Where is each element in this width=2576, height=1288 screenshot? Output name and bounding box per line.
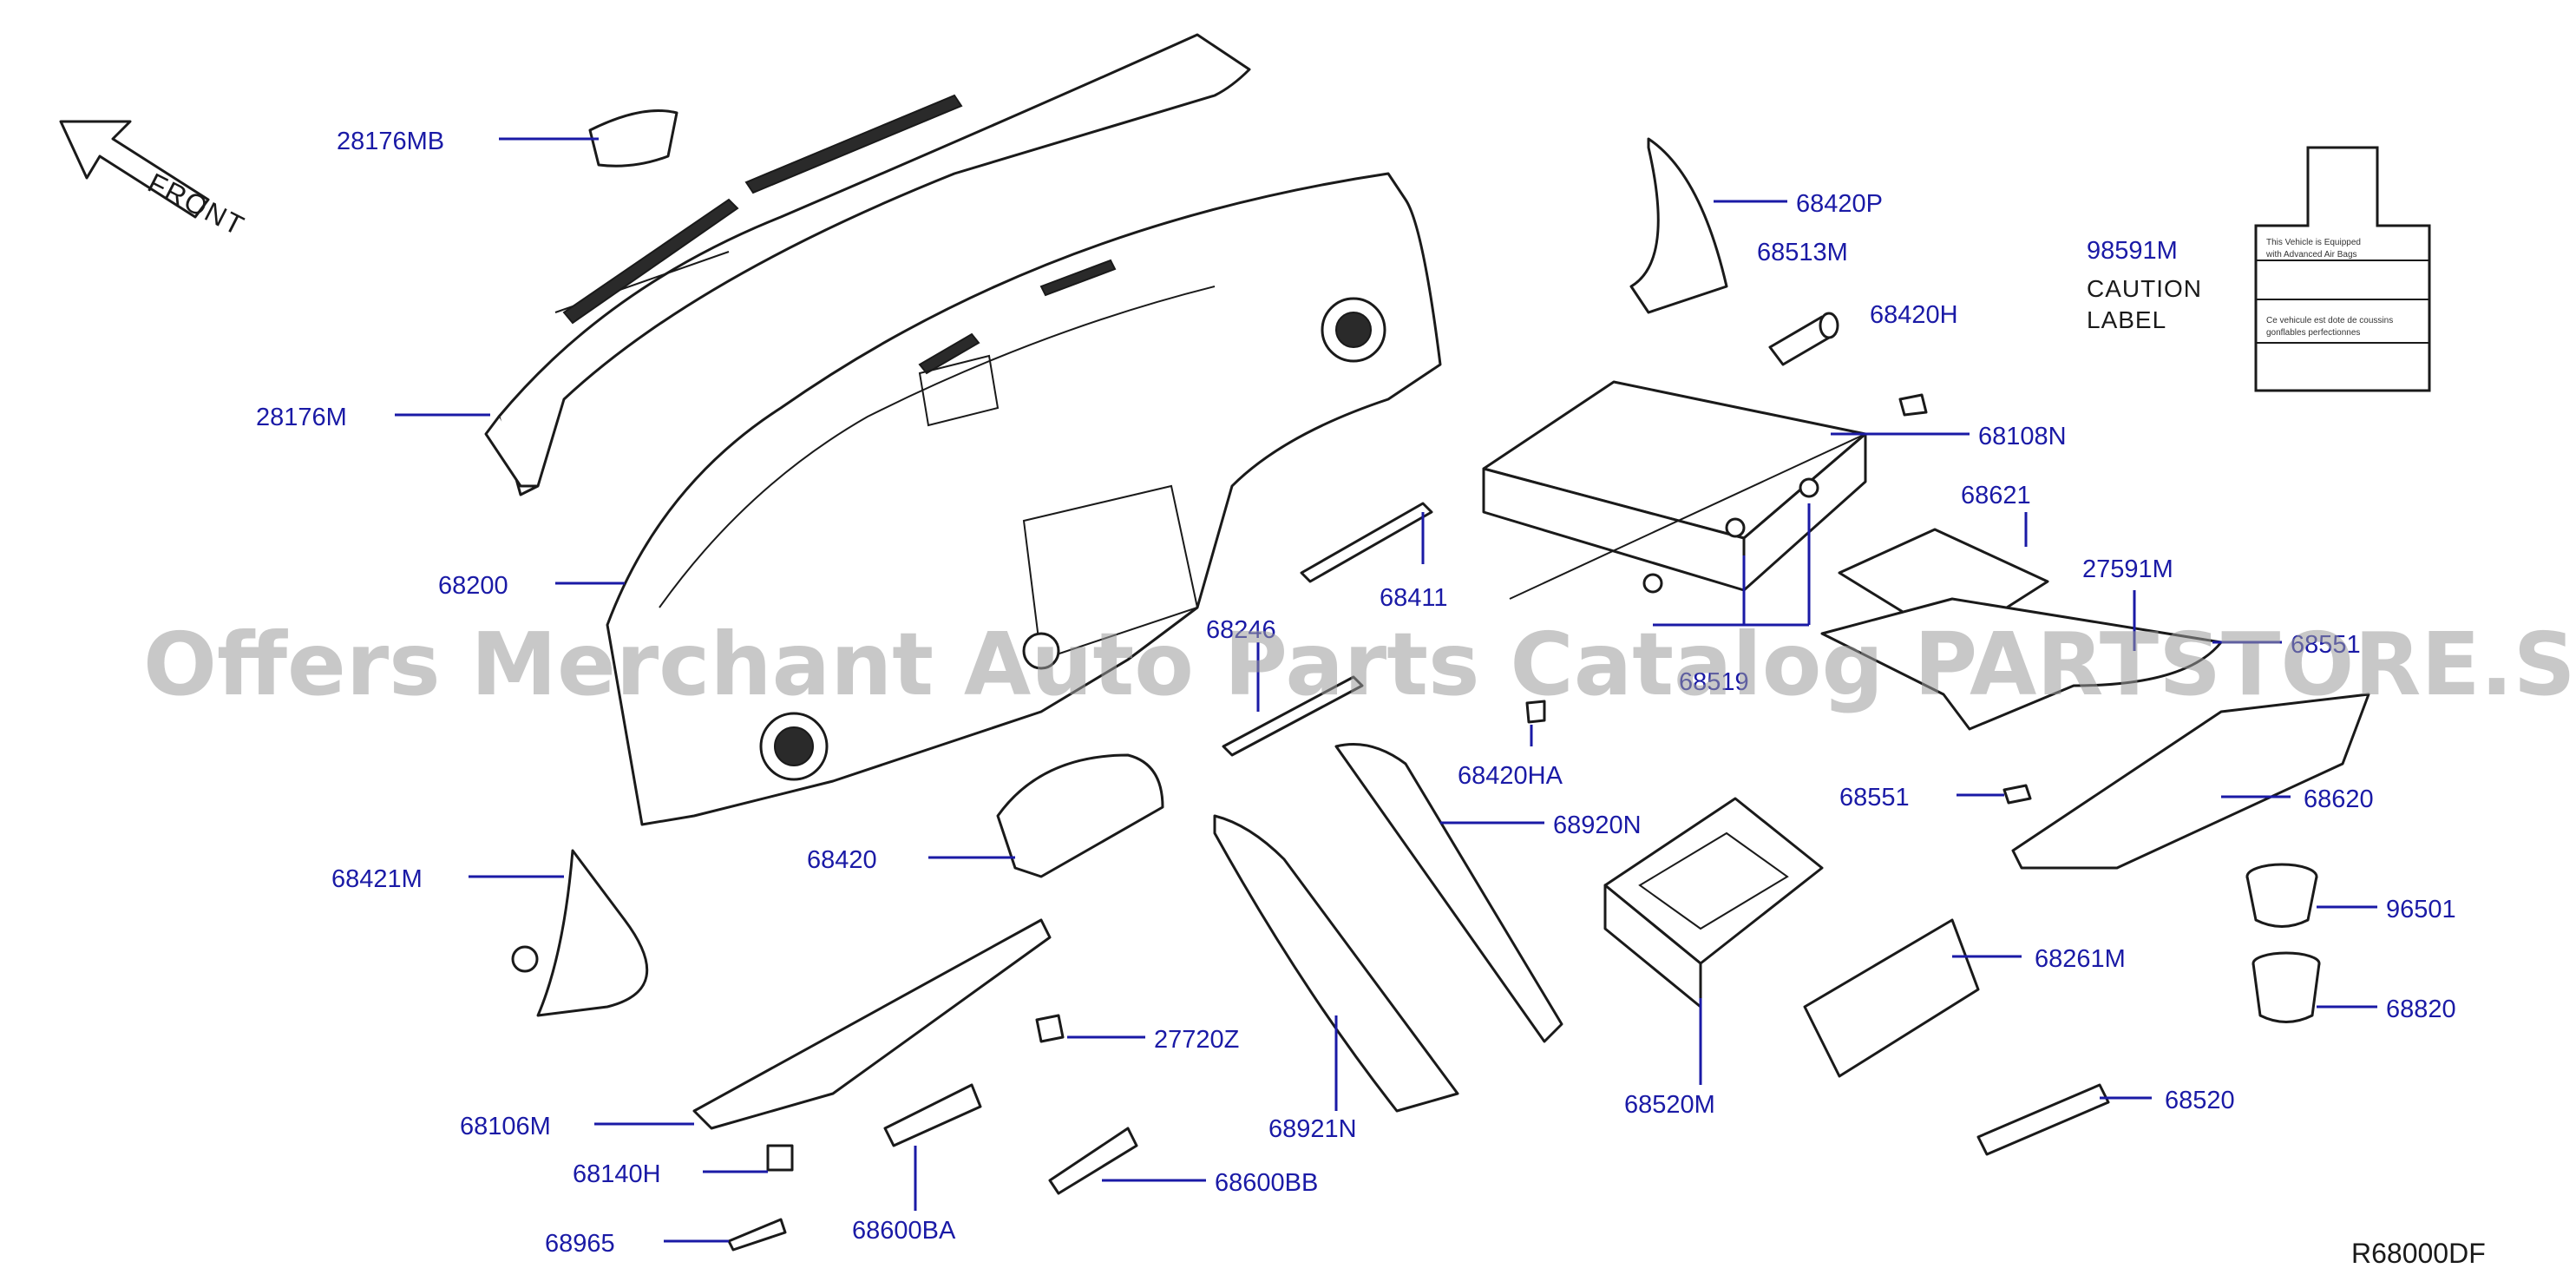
bracket-68600ba bbox=[883, 1083, 982, 1147]
finisher-68261m bbox=[1803, 918, 1980, 1078]
caution-label-line2: LABEL bbox=[2087, 306, 2166, 333]
lower-cover-68106m bbox=[692, 918, 1052, 1130]
part-label-68420: 68420 bbox=[807, 846, 877, 874]
part-label-68820: 68820 bbox=[2386, 996, 2456, 1023]
part-label-68420ha: 68420HA bbox=[1458, 762, 1563, 790]
caution-sticker: This Vehicle is Equipped with Advanced A… bbox=[2254, 146, 2431, 392]
part-label-68620: 68620 bbox=[2304, 785, 2374, 813]
reference-code: R68000DF bbox=[2351, 1238, 2486, 1269]
part-label-68421m: 68421M bbox=[331, 865, 423, 893]
part-label-68411: 68411 bbox=[1380, 584, 1448, 612]
sticker-line-4: gonflables perfectionnes bbox=[2266, 328, 2360, 338]
screw-icon bbox=[511, 945, 539, 973]
part-label-68420h: 68420H bbox=[1870, 301, 1958, 329]
part-label-96501: 96501 bbox=[2386, 896, 2456, 923]
cup-68820 bbox=[2252, 951, 2321, 1023]
part-label-68519: 68519 bbox=[1679, 668, 1749, 696]
part-label-68551-upper: 68551 bbox=[2291, 631, 2361, 659]
part-label-68551-lower: 68551 bbox=[1839, 784, 1910, 812]
trim-strip-68411 bbox=[1300, 502, 1433, 583]
part-label-68200: 68200 bbox=[438, 572, 508, 600]
part-label-68600ba: 68600BA bbox=[852, 1217, 956, 1245]
clip-27720z bbox=[1035, 1014, 1065, 1043]
meter-hood-68420 bbox=[996, 753, 1164, 878]
part-label-68921n: 68921N bbox=[1268, 1115, 1357, 1143]
side-cover-68421m bbox=[536, 849, 649, 1017]
sticker-line-3: Ce vehicule est dote de coussins bbox=[2266, 316, 2393, 325]
pad-68140h bbox=[766, 1144, 794, 1172]
instrument-panel bbox=[606, 172, 1442, 826]
clip-68420ha bbox=[1525, 700, 1546, 724]
trim-68520 bbox=[1976, 1083, 2110, 1156]
part-label-68108n: 68108N bbox=[1978, 423, 2067, 450]
part-label-68106m: 68106M bbox=[460, 1113, 551, 1140]
cylinder-part bbox=[1768, 312, 1839, 366]
part-label-68520: 68520 bbox=[2165, 1087, 2235, 1114]
watermark-text: Offers Merchant Auto Parts Catalog PARTS… bbox=[143, 614, 2576, 715]
part-label-68140h: 68140H bbox=[573, 1160, 661, 1188]
panel-68921n bbox=[1213, 814, 1459, 1113]
clip-68420h bbox=[1898, 393, 1928, 417]
pillar-trim bbox=[1629, 137, 1728, 314]
dash-cover-cap bbox=[588, 109, 678, 168]
part-label-27591m: 27591M bbox=[2082, 555, 2173, 583]
part-label-98591m: 98591M bbox=[2087, 237, 2178, 265]
cup-holder-96501 bbox=[2245, 863, 2318, 928]
part-label-68621: 68621 bbox=[1961, 482, 2031, 509]
clip-68965 bbox=[727, 1218, 787, 1252]
part-label-68261m: 68261M bbox=[2035, 945, 2126, 973]
front-arrow-icon bbox=[59, 120, 210, 219]
bracket-68246 bbox=[1222, 675, 1364, 757]
caution-label-line1: CAUTION bbox=[2087, 275, 2202, 302]
part-label-68420p: 68420P bbox=[1796, 190, 1883, 218]
part-label-68520m: 68520M bbox=[1624, 1091, 1715, 1119]
leader-lines bbox=[395, 137, 2377, 1243]
part-label-68920n: 68920N bbox=[1553, 812, 1642, 839]
bracket-68600bb bbox=[1048, 1127, 1138, 1195]
part-label-68600bb: 68600BB bbox=[1215, 1169, 1318, 1197]
sticker-line-2: with Advanced Air Bags bbox=[2265, 250, 2357, 260]
upper-dash-panel bbox=[484, 33, 1251, 496]
part-label-68246: 68246 bbox=[1206, 616, 1276, 644]
panel-68920n bbox=[1334, 743, 1563, 1043]
console-side-68620 bbox=[2011, 693, 2370, 870]
duct-27591m bbox=[1820, 597, 2223, 731]
part-label-68513m: 68513M bbox=[1757, 239, 1848, 266]
front-label: FRONT bbox=[143, 167, 250, 242]
center-cluster-68520m bbox=[1603, 797, 1824, 1009]
knob-parts bbox=[1642, 477, 1819, 594]
screw-68551 bbox=[2002, 784, 2032, 805]
part-label-27720z: 27720Z bbox=[1154, 1026, 1239, 1054]
glove-box bbox=[1482, 380, 1867, 600]
sticker-line-1: This Vehicle is Equipped bbox=[2266, 238, 2361, 247]
part-label-28176m: 28176M bbox=[256, 404, 347, 431]
part-label-28176mb: 28176MB bbox=[337, 128, 444, 155]
part-label-68965: 68965 bbox=[545, 1230, 615, 1258]
